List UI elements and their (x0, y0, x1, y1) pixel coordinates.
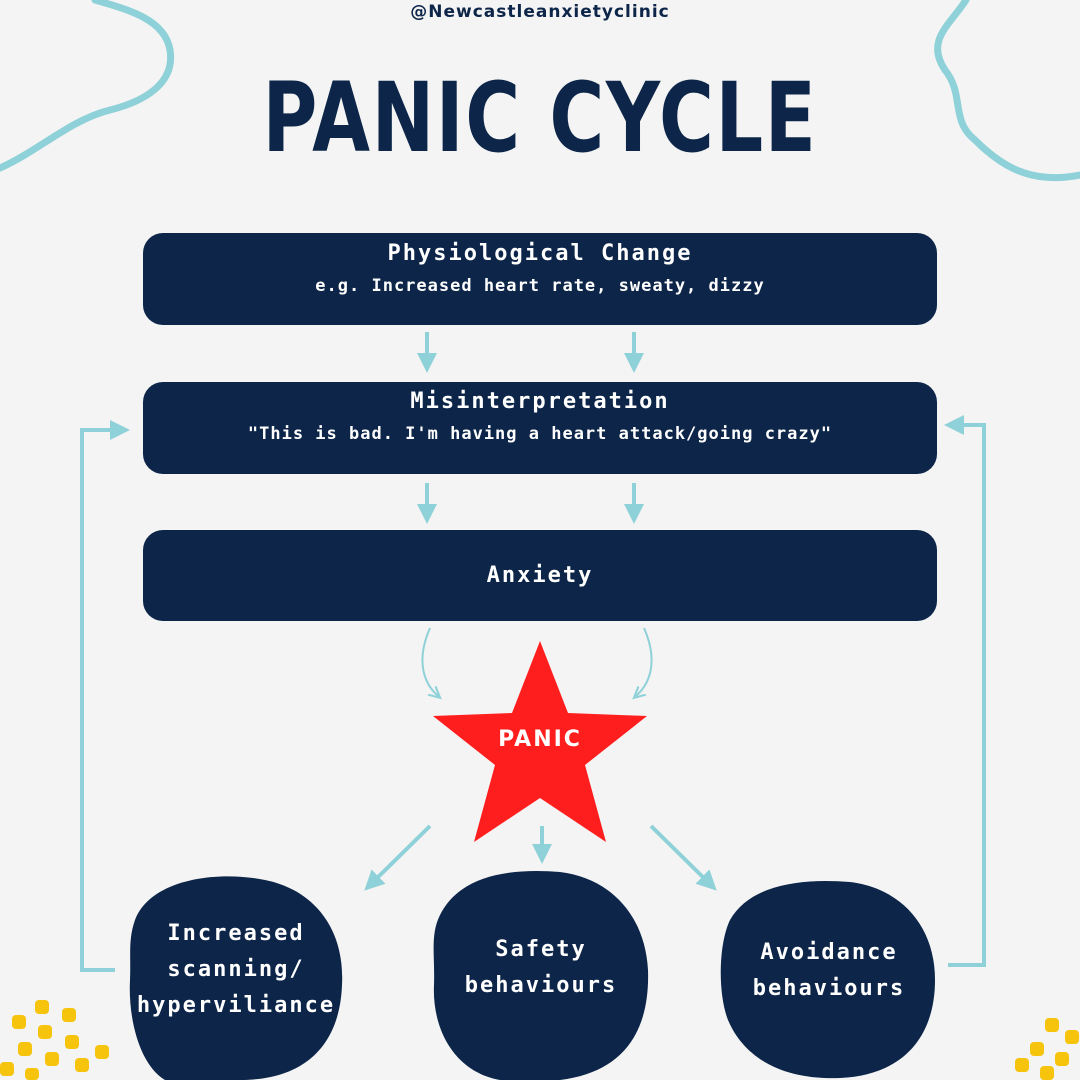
step-subtitle: "This is bad. I'm having a heart attack/… (247, 424, 833, 444)
social-handle: @Newcastleanxietyclinic (410, 2, 670, 22)
outcome-circle-safety (433, 871, 649, 1080)
step-title: Anxiety (486, 563, 594, 588)
dots-bottom-right (1015, 1018, 1079, 1080)
feedback-loop-left (80, 420, 130, 972)
step-box-anxiety: Anxiety (143, 530, 937, 621)
squiggle-top-left (0, 0, 175, 172)
outcome-avoidance: Avoidance behaviours (724, 935, 934, 1007)
arrows-step2-to-step3 (417, 483, 644, 524)
outcome-line: Avoidance (760, 940, 898, 965)
step-title: Misinterpretation (410, 389, 670, 414)
outcome-circle-scanning (129, 876, 343, 1080)
outcome-line: Safety (495, 937, 587, 962)
step-title: Physiological Change (387, 241, 693, 266)
outcome-line: hyperviliance (136, 993, 336, 1018)
outcome-line: Increased (167, 921, 305, 946)
curve-arrow-left (421, 627, 438, 696)
feedback-loop-right (944, 415, 986, 967)
page-title: PANIC CYCLE (262, 62, 818, 174)
step-box-misinterpretation: Misinterpretation "This is bad. I'm havi… (143, 382, 937, 474)
squiggle-top-right (934, 0, 1080, 182)
outcome-safety: Safety behaviours (436, 932, 646, 1004)
outcome-circle-avoidance (720, 880, 935, 1079)
panic-star (433, 641, 647, 842)
arrows-panic-to-outcomes (364, 824, 717, 891)
arrows-step1-to-step2 (417, 332, 644, 373)
step-subtitle: e.g. Increased heart rate, sweaty, dizzy (315, 276, 765, 296)
outcome-line: scanning/ (167, 957, 305, 982)
outcome-scanning: Increased scanning/ hyperviliance (132, 915, 340, 1025)
step-box-physiological: Physiological Change e.g. Increased hear… (143, 233, 937, 325)
curve-arrow-right (636, 627, 653, 696)
dots-bottom-left (0, 1000, 109, 1080)
outcome-line: behaviours (464, 973, 618, 998)
panic-label: PANIC (498, 727, 582, 752)
outcome-line: behaviours (752, 976, 906, 1001)
